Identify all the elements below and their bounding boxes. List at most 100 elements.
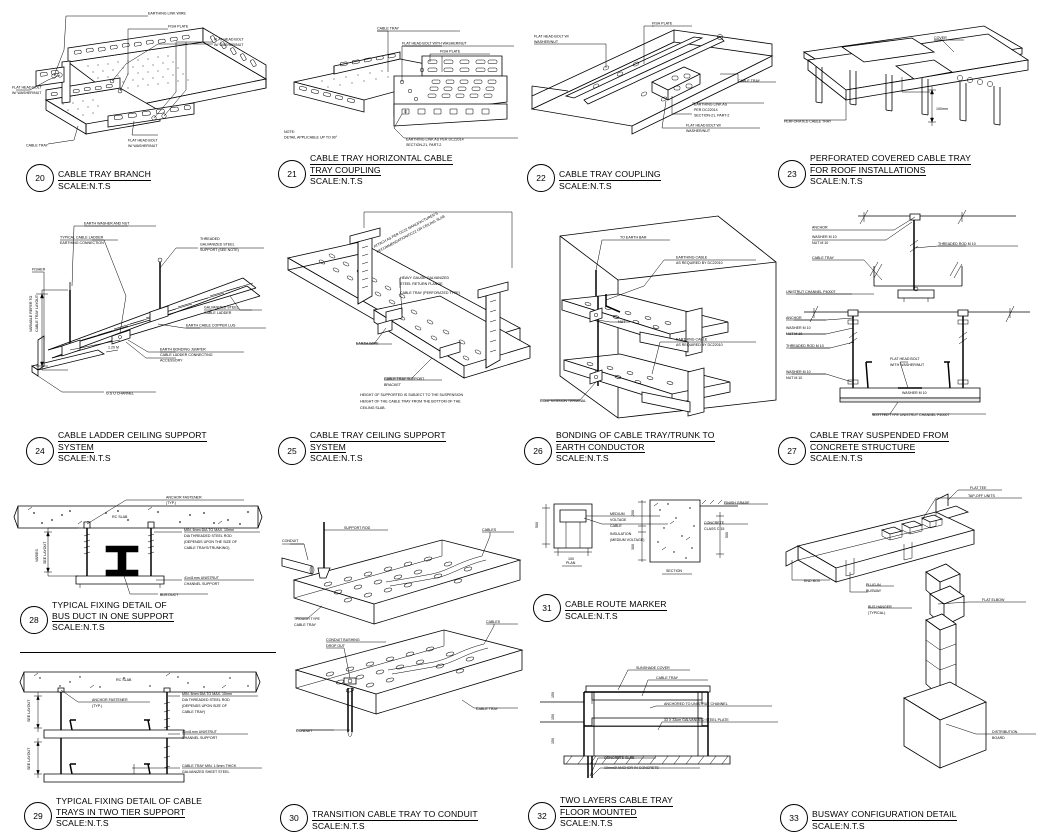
svg-text:ATTACH AS PER DC22 MANUFACTURE: ATTACH AS PER DC22 MANUFACTURER'S	[373, 211, 439, 249]
svg-text:RECOMMENDATION/DC22 OR CEILING: RECOMMENDATION/DC22 OR CEILING SLAB	[376, 214, 446, 254]
svg-text:WASHER/NUT: WASHER/NUT	[534, 40, 559, 44]
detail-scale: SCALE:N.T.S	[58, 453, 111, 463]
detail-scale: SCALE:N.T.S	[560, 818, 613, 828]
detail-drawing-21: CABLE TRAY FLAT HEAD BOLT WITH WASHER/NU…	[282, 4, 532, 154]
svg-text:DIA THREADED STEEL ROD: DIA THREADED STEEL ROD	[184, 534, 232, 538]
detail-drawing-27: ANCHOR WASHER M 10 NUT M 10 THREADED ROD…	[786, 202, 1044, 424]
svg-text:NOTE:: NOTE:	[284, 130, 295, 134]
detail-title-line: FLOOR MOUNTED	[560, 806, 637, 818]
svg-text:CABLE TRAY: CABLE TRAY	[738, 79, 761, 83]
svg-text:HEAVY GAUGE GALVANIZED: HEAVY GAUGE GALVANIZED	[400, 276, 449, 280]
detail-title-27: 27 CABLE TRAY SUSPENDED FROM CONCRETE ST…	[778, 430, 949, 465]
svg-text:EARTHING LINK WIRE: EARTHING LINK WIRE	[148, 12, 186, 16]
detail-scale: SCALE:N.T.S	[52, 622, 105, 632]
svg-text:PER DC22014: PER DC22014	[694, 108, 718, 112]
svg-text:GALVANIZED STEEL: GALVANIZED STEEL	[200, 243, 235, 247]
svg-text:CHANNEL SUPPORT: CHANNEL SUPPORT	[182, 736, 218, 740]
svg-text:STEEL RETURN FLANGE: STEEL RETURN FLANGE	[400, 282, 443, 286]
svg-text:WASHER M 10: WASHER M 10	[786, 326, 811, 330]
svg-text:CABLE TRAY LAYOUT: CABLE TRAY LAYOUT	[35, 294, 39, 332]
svg-text:TAP-OFF UNITS: TAP-OFF UNITS	[968, 494, 995, 498]
svg-text:WASHER M 10: WASHER M 10	[812, 235, 837, 239]
svg-text:BUSWAY: BUSWAY	[866, 589, 882, 593]
svg-text:EARTHING LINK AS PER DC22014: EARTHING LINK AS PER DC22014	[406, 138, 464, 142]
svg-text:SECTION-21, PART-2: SECTION-21, PART-2	[694, 114, 729, 118]
svg-text:THREADED: THREADED	[200, 237, 220, 241]
detail-title-24: 24 CABLE LADDER CEILING SUPPORT SYSTEM S…	[26, 430, 207, 465]
svg-text:CABLE LADDER: CABLE LADDER	[204, 311, 232, 315]
svg-text:SEE LAYOUT: SEE LAYOUT	[27, 747, 31, 770]
detail-title-30: 30 TRANSITION CABLE TRAY TO CONDUIT SCAL…	[280, 804, 478, 832]
svg-text:INSULATION: INSULATION	[610, 532, 632, 536]
svg-text:CABLE TRAYS/TRUNKING): CABLE TRAYS/TRUNKING)	[184, 546, 229, 550]
svg-text:CONCRETE: CONCRETE	[704, 521, 725, 525]
svg-text:EARTHING CABLE: EARTHING CABLE	[676, 338, 708, 342]
detail-title-line: TWO LAYERS CABLE TRAY	[560, 795, 673, 807]
svg-text:WASHER M 10: WASHER M 10	[786, 370, 811, 374]
svg-text:DIA THREADED STEEL ROD: DIA THREADED STEEL ROD	[182, 698, 230, 702]
detail-drawing-25: ATTACH AS PER DC22 MANUFACTURER'S RECOMM…	[282, 200, 532, 425]
svg-text:FLAT HEAD BOLT WITH WASHER/NUT: FLAT HEAD BOLT WITH WASHER/NUT	[402, 42, 467, 46]
svg-text:CABLE TRAY: CABLE TRAY	[476, 707, 499, 711]
detail-title-line: CABLE TRAY COUPLING	[559, 169, 661, 181]
detail-scale: SCALE:N.T.S	[810, 453, 863, 463]
svg-text:EARTHING LINK AS: EARTHING LINK AS	[694, 103, 728, 107]
svg-text:WASHER/NUT: WASHER/NUT	[686, 129, 711, 133]
svg-text:ANCHOR FASTENER: ANCHOR FASTENER	[166, 496, 202, 500]
svg-text:W/ WASHER/NUT: W/ WASHER/NUT	[214, 43, 244, 47]
svg-text:TO EARTH BAR: TO EARTH BAR	[620, 236, 647, 240]
detail-number-bubble: 27	[778, 436, 806, 465]
svg-text:BUS HANGER: BUS HANGER	[868, 605, 892, 609]
svg-text:EARTHING CABLE: EARTHING CABLE	[676, 256, 708, 260]
detail-title-26: 26 BONDING OF CABLE TRAY/TRUNK TO EARTH …	[524, 430, 715, 465]
detail-title-line: EARTH CONDUCTOR	[556, 441, 645, 453]
svg-text:CABLE TRAY MIN. 1.5mm THICK: CABLE TRAY MIN. 1.5mm THICK	[182, 764, 237, 768]
svg-text:DETAIL APPLICABLE UP TO 90°: DETAIL APPLICABLE UP TO 90°	[284, 136, 338, 140]
detail-title-line: SYSTEM	[310, 441, 346, 453]
svg-text:AS REQUIRED BY DC22010: AS REQUIRED BY DC22010	[676, 261, 723, 265]
svg-text:HEIGHT OF SUPPORTED IS SUBJECT: HEIGHT OF SUPPORTED IS SUBJECT TO THE SU…	[360, 393, 463, 397]
svg-text:TYPICAL CABLE LADDER: TYPICAL CABLE LADDER	[60, 236, 104, 240]
detail-drawing-30: SUPPORT ROD CONDUIT CABLES TROUGH TYPE C…	[281, 492, 532, 742]
detail-title-line: CONCRETE STRUCTURE	[810, 441, 916, 453]
svg-text:CONDUIT: CONDUIT	[282, 539, 299, 543]
detail-scale: SCALE:N.T.S	[559, 180, 612, 191]
detail-title-line: CABLE ROUTE MARKER	[565, 599, 667, 611]
svg-text:MEDIUM: MEDIUM	[610, 512, 625, 516]
detail-title-32: 32 TWO LAYERS CABLE TRAY FLOOR MOUNTED S…	[528, 795, 673, 830]
svg-text:500: 500	[535, 522, 539, 528]
svg-text:FLAT HEAD BOLT W/: FLAT HEAD BOLT W/	[534, 35, 569, 39]
detail-title-22: 22 CABLE TRAY COUPLING SCALE:N.T.S	[527, 164, 661, 192]
svg-text:RC SLAB: RC SLAB	[112, 515, 128, 519]
svg-text:ANCHOR: ANCHOR	[786, 316, 802, 320]
svg-text:MIN. 6mm DIA TO MAX. 10mm: MIN. 6mm DIA TO MAX. 10mm	[182, 692, 232, 696]
svg-text:FISH PLATE: FISH PLATE	[652, 22, 673, 26]
detail-number-bubble: 22	[527, 164, 555, 192]
svg-text:FISHER: FISHER	[32, 268, 46, 272]
svg-text:W/ WASHER/NUT: W/ WASHER/NUT	[12, 91, 42, 95]
detail-number-bubble: 32	[528, 801, 556, 830]
svg-text:300: 300	[631, 544, 635, 550]
svg-text:COVER: COVER	[934, 36, 947, 40]
svg-text:1.20 M: 1.20 M	[108, 346, 119, 350]
detail-title-line: SYSTEM	[58, 441, 94, 453]
svg-text:GALVANIZED SHEET STEEL: GALVANIZED SHEET STEEL	[182, 770, 230, 774]
detail-number-bubble: 24	[26, 436, 54, 465]
detail-drawing-23: 100mm COVER PERFORATED CABLE TRAY	[784, 4, 1044, 154]
svg-text:CABLE TRAY: CABLE TRAY	[656, 676, 679, 680]
detail-title-line: CABLE TRAY SUSPENDED FROM	[810, 430, 949, 442]
svg-text:BRACKET: BRACKET	[384, 383, 402, 387]
detail-title-28: 28 TYPICAL FIXING DETAIL OF BUS DUCT IN …	[20, 600, 174, 634]
svg-text:CABLE TRAY (PERFORATED TYPE): CABLE TRAY (PERFORATED TYPE)	[400, 291, 460, 295]
svg-text:FLAT ELBOW: FLAT ELBOW	[982, 598, 1005, 602]
svg-text:CHANNEL SUPPORT: CHANNEL SUPPORT	[184, 582, 220, 586]
svg-text:COMPRESSION TERMINAL: COMPRESSION TERMINAL	[540, 399, 586, 403]
svg-text:TROUGH TYPE: TROUGH TYPE	[294, 617, 320, 621]
svg-text:CABLE TRAY: CABLE TRAY	[26, 144, 49, 148]
svg-text:150: 150	[551, 714, 555, 720]
detail-number-bubble: 30	[280, 804, 308, 832]
detail-title-line: PERFORATED COVERED CABLE TRAY	[810, 153, 971, 165]
detail-title-29: 29 TYPICAL FIXING DETAIL OF CABLE TRAYS …	[24, 796, 202, 830]
svg-text:(TYPICAL): (TYPICAL)	[868, 611, 885, 615]
svg-text:SECTION-21, PART-2: SECTION-21, PART-2	[406, 143, 441, 147]
